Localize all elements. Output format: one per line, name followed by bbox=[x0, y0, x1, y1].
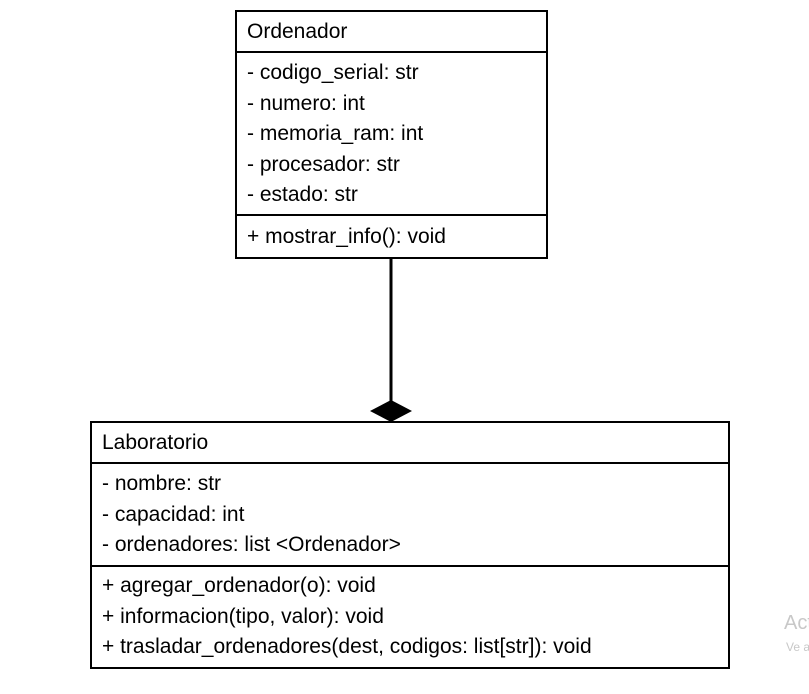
methods-section: + mostrar_info(): void bbox=[237, 216, 546, 259]
attribute: - capacidad: int bbox=[102, 502, 245, 526]
method: + informacion(tipo, valor): void bbox=[102, 604, 384, 628]
class-ordenador[interactable]: Ordenador - codigo_serial: str - numero:… bbox=[235, 10, 548, 259]
attribute: - numero: int bbox=[247, 91, 365, 115]
attributes-section: - codigo_serial: str - numero: int - mem… bbox=[237, 53, 546, 216]
watermark-subtext: Ve a bbox=[786, 640, 809, 654]
method: + agregar_ordenador(o): void bbox=[102, 574, 376, 597]
attribute: - procesador: str bbox=[247, 152, 400, 176]
class-laboratorio[interactable]: Laboratorio - nombre: str - capacidad: i… bbox=[90, 421, 730, 669]
attribute: - estado: str bbox=[247, 183, 358, 207]
watermark-text: Act bbox=[784, 612, 809, 634]
method: + mostrar_info(): void bbox=[247, 225, 446, 248]
attribute: - nombre: str bbox=[102, 472, 222, 495]
composition-diamond bbox=[370, 400, 412, 422]
methods-section: + agregar_ordenador(o): void + informaci… bbox=[92, 567, 728, 669]
method: + trasladar_ordenadores(dest, codigos: l… bbox=[102, 635, 592, 659]
class-name: Ordenador bbox=[237, 12, 546, 53]
attribute: - ordenadores: list <Ordenador> bbox=[102, 533, 401, 557]
attributes-section: - nombre: str - capacidad: int - ordenad… bbox=[92, 464, 728, 567]
attribute: - memoria_ram: int bbox=[247, 122, 424, 146]
class-name: Laboratorio bbox=[92, 423, 728, 464]
attribute: - codigo_serial: str bbox=[247, 61, 419, 84]
